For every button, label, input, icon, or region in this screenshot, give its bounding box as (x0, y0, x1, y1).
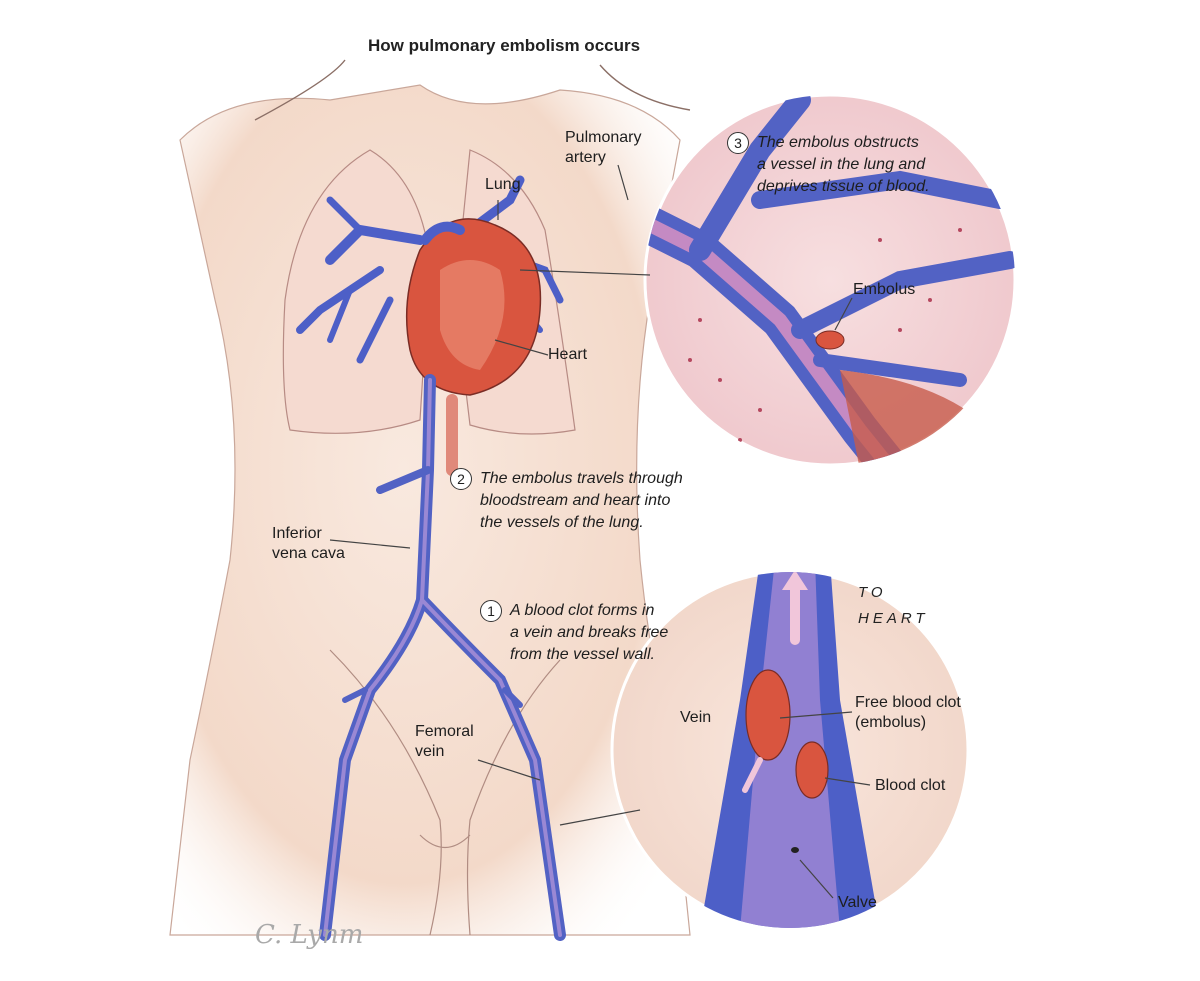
label-lung: Lung (485, 176, 521, 193)
vena-cava-and-femoral-veins (319, 374, 566, 941)
artist-signature: C. Lynm (255, 920, 364, 950)
label-valve: Valve (838, 894, 877, 911)
step-3-number: 3 (727, 132, 749, 154)
step-2-text: The embolus travels through bloodstream … (480, 470, 683, 531)
leader-lines (329, 164, 871, 899)
step-3-text: The embolus obstructs a vessel in the lu… (757, 134, 930, 195)
step-1-text: A blood clot forms in a vein and breaks … (510, 602, 669, 663)
label-inferior-vena-cava: Inferior vena cava (272, 525, 345, 562)
label-femoral-vein: Femoral vein (415, 723, 474, 760)
label-embolus: Embolus (853, 281, 916, 298)
label-free-blood-clot: Free blood clot (embolus) (855, 694, 961, 731)
step-2-number: 2 (450, 468, 472, 490)
step-1: 1 A blood clot forms in a vein and break… (480, 600, 668, 666)
lung-vessel-zoom-circle (519, 93, 1017, 467)
heart (405, 218, 542, 396)
label-blood-clot: Blood clot (875, 777, 946, 794)
step-3: 3 The embolus obstructs a vessel in the … (727, 132, 930, 198)
page-title: How pulmonary embolism occurs (368, 36, 641, 55)
label-heart: Heart (548, 346, 588, 363)
vein-zoom-circle (559, 570, 970, 930)
label-to-heart: TO HEART (858, 584, 929, 627)
step-2: 2 The embolus travels through bloodstrea… (450, 468, 683, 534)
label-vein: Vein (680, 709, 712, 726)
label-pulmonary-artery: Pulmonary artery (565, 129, 642, 166)
step-1-number: 1 (480, 600, 502, 622)
